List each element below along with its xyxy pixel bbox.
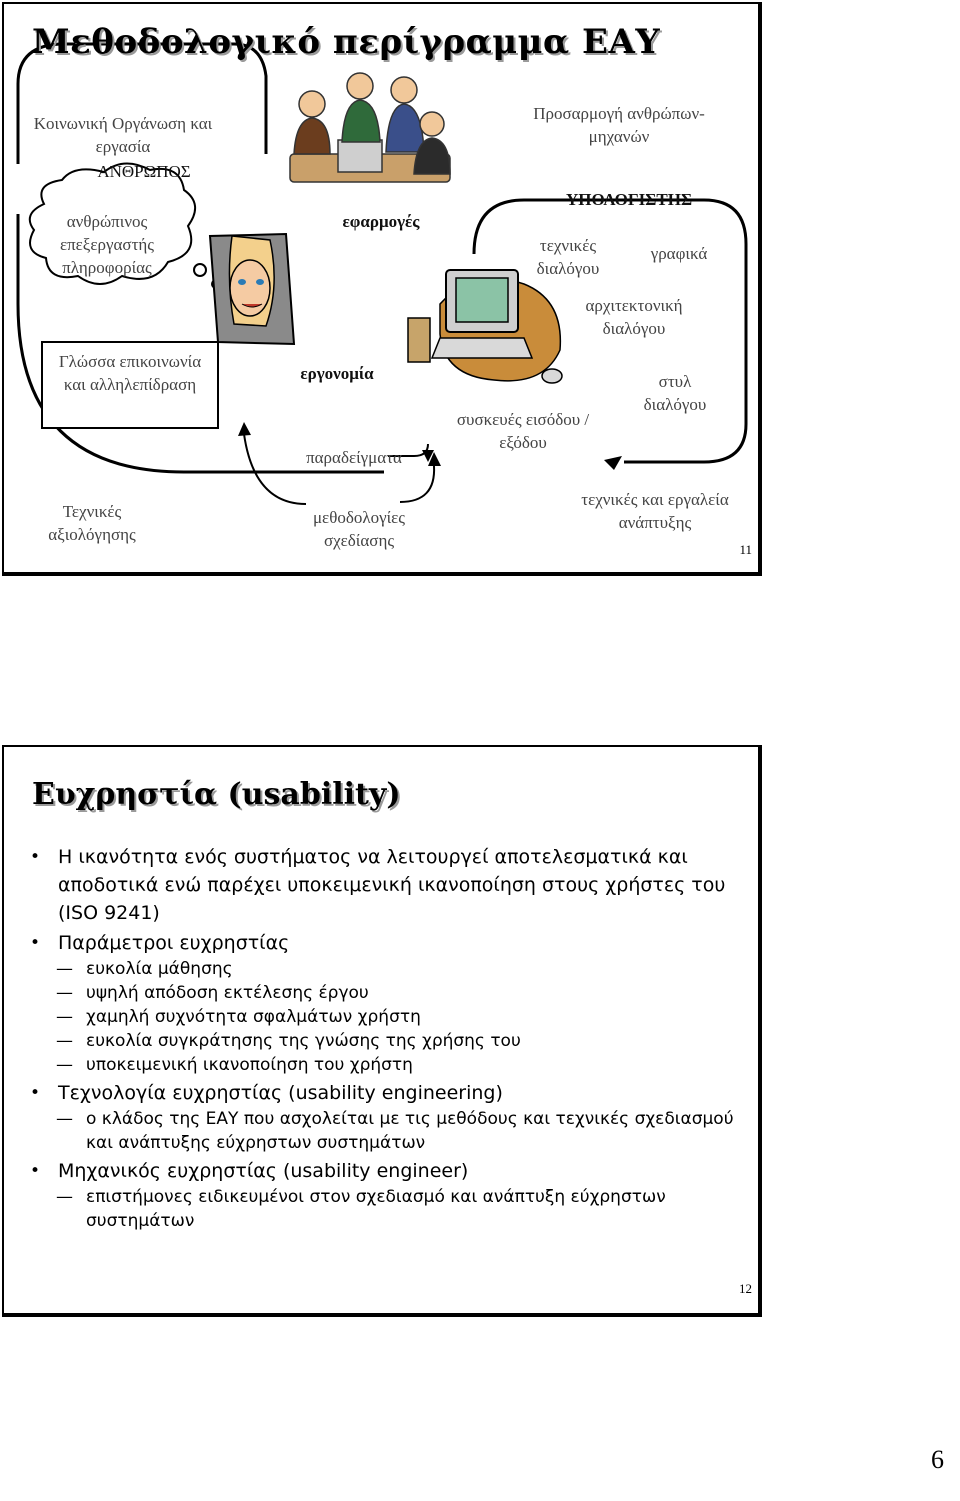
label-adaptation: Προσαρμογή ανθρώπων-μηχανών [533,104,705,146]
label-devices: συσκευές εισόδου / εξόδου [456,410,590,452]
bullet-text: Μηχανικός ευχρηστίας (usability engineer… [58,1160,469,1182]
page-number: 6 [931,1445,944,1474]
label-dialog-tech: τεχνικές διαλόγου [536,236,600,278]
sub-list: ευκολία μάθησηςυψηλή απόδοση εκτέλεσης έ… [56,957,746,1077]
label-processor: ανθρώπινος επεξεργαστής πληροφορίας [59,212,155,277]
label-social: Κοινωνική Οργάνωση και εργασία [33,114,213,156]
processor-cloud [28,162,196,285]
sub-bullet-item: χαμηλή συχνότητα σφαλμάτων χρήστη [56,1005,746,1029]
label-style: στυλ διαλόγου [643,372,707,414]
slide-hci-framework: Μεθοδολογικό περίγραμμα ΕΑΥ Κοινωνική Ορ… [2,2,762,576]
language-box [41,341,219,429]
sub-bullet-item: επιστήμονες ειδικευμένοι στον σχεδιασμό … [56,1185,746,1233]
bullet-text: Παράμετροι ευχρηστίας [58,932,290,954]
sub-bullet-item: ευκολία συγκράτησης της γνώσης της χρήση… [56,1029,746,1053]
lower-loop-path [16,303,384,474]
slide-title: Μεθοδολογικό περίγραμμα ΕΑΥ [32,22,661,62]
sub-bullet-item: ο κλάδος της ΕΑΥ που ασχολείται με τις μ… [56,1107,746,1155]
label-graphics: γραφικά [650,244,708,263]
framework-diagram [16,42,748,505]
bullet-item: Τεχνολογία ευχρηστίας (usability enginee… [26,1079,746,1155]
bullet-item: Η ικανότητα ενός συστήματος να λειτουργε… [26,843,746,927]
label-language: Γλώσσα επικοινωνία και αλληλεπίδραση [58,352,202,394]
woman-illustration [208,232,296,346]
label-design-methods: μεθοδολογίες σχεδίασης [312,508,406,550]
slide-title: Ευχρηστία (usability) [32,777,401,812]
slide-number: 11 [739,542,752,557]
computer-illustration [407,269,563,384]
sub-list: ο κλάδος της ΕΑΥ που ασχολείται με τις μ… [56,1107,746,1155]
bullet-list: Η ικανότητα ενός συστήματος να λειτουργε… [26,843,746,1235]
human-loop-path [16,42,268,154]
slide-number: 12 [739,1281,752,1296]
bullet-item: Παράμετροι ευχρηστίας ευκολία μάθησηςυψηλ… [26,929,746,1077]
computer-loop-path [472,198,748,464]
sub-bullet-item: ευκολία μάθησης [56,957,746,981]
label-dialog-arch: αρχιτεκτονική διαλόγου [585,296,683,338]
bullet-text: Τεχνολογία ευχρηστίας (usability enginee… [58,1082,503,1104]
slide-usability: Ευχρηστία (usability) Η ικανότητα ενός σ… [2,745,762,1317]
label-ergonomics: εργονομία [300,364,374,383]
label-applications: εφαρμογές [342,212,420,231]
sub-bullet-item: υποκειμενική ικανοποίηση του χρήστη [56,1053,746,1077]
bullet-text: Η ικανότητα ενός συστήματος να λειτουργε… [58,846,726,924]
label-eval: Τεχνικές αξιολόγησης [48,502,136,544]
sub-bullet-item: υψηλή απόδοση εκτέλεσης έργου [56,981,746,1005]
team-illustration [289,72,451,183]
sub-list: επιστήμονες ειδικευμένοι στον σχεδιασμό … [56,1185,746,1233]
label-computer: ΥΠΟΛΟΓΙΣΤΗΣ [565,190,693,209]
label-human: ΑΝΘΡΩΠΟΣ [97,162,191,181]
label-examples: παραδείγματα [306,448,402,467]
label-dev-tools: τεχνικές και εργαλεία ανάπτυξης [581,490,729,532]
bullet-item: Μηχανικός ευχρηστίας (usability engineer… [26,1157,746,1233]
